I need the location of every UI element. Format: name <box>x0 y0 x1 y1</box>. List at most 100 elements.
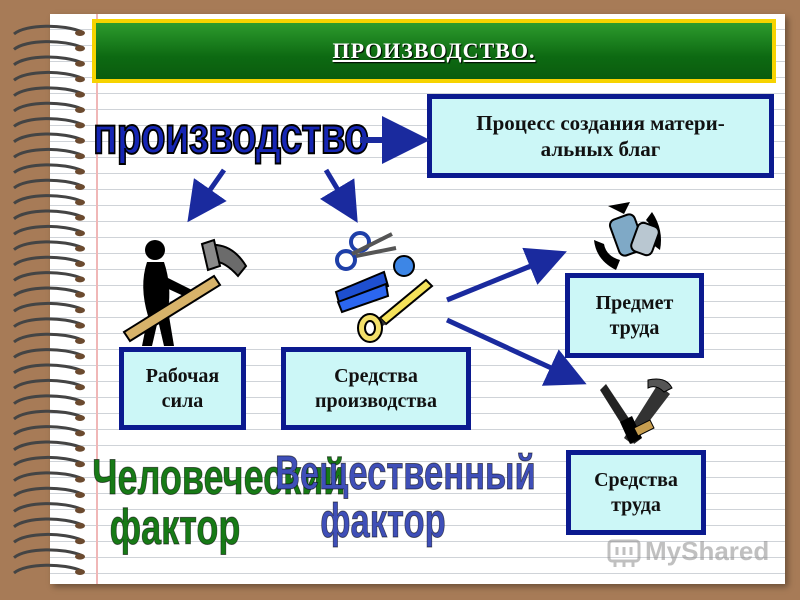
spiral-ring <box>13 40 83 51</box>
spiral-hole <box>75 307 85 314</box>
arrow-to-tools <box>445 317 587 386</box>
object-of-labour-box: Предмет труда <box>565 273 704 358</box>
spiral-ring <box>13 163 83 174</box>
spiral-ring <box>13 178 83 190</box>
spiral-ring <box>13 548 83 559</box>
spiral-hole <box>75 261 85 267</box>
watermark-text: MyShared <box>645 536 770 566</box>
spiral-ring <box>13 147 83 159</box>
spiral-ring <box>13 101 83 113</box>
office-supplies-icon <box>334 231 434 343</box>
arrow-to-means <box>319 168 358 223</box>
spiral-ring <box>13 224 83 236</box>
spiral-ring <box>13 70 83 82</box>
spiral-ring <box>13 394 83 405</box>
spiral-ring <box>13 486 83 498</box>
spiral-hole <box>75 430 85 437</box>
spiral-ring <box>13 409 83 421</box>
spiral-ring <box>13 563 83 575</box>
spiral-ring <box>13 440 83 452</box>
spiral-hole <box>75 168 85 175</box>
spiral-ring <box>13 455 83 467</box>
spiral-hole <box>75 276 85 283</box>
spiral-hole <box>75 461 85 468</box>
spiral-ring <box>13 425 83 436</box>
spiral-hole <box>75 184 85 190</box>
spiral-ring <box>13 471 83 482</box>
spiral-ring <box>13 332 83 344</box>
means-of-labour-box: Средства труда <box>566 450 706 535</box>
spiral-hole <box>75 45 85 52</box>
spiral-hole <box>75 553 85 560</box>
myshared-logo-icon <box>607 539 641 567</box>
spiral-hole <box>75 569 85 575</box>
spiral-hole <box>75 522 85 529</box>
slide-title: ПРОИЗВОДСТВО. <box>332 38 536 63</box>
spiral-ring <box>13 24 83 36</box>
spiral-hole <box>75 384 85 391</box>
spiral-ring <box>13 517 83 529</box>
spiral-ring <box>13 209 83 221</box>
spiral-hole <box>75 76 85 83</box>
spiral-ring <box>13 271 83 282</box>
spiral-ring <box>13 117 83 128</box>
recycling-cans-icon <box>594 202 661 270</box>
spiral-hole <box>75 199 85 206</box>
spiral-hole <box>75 30 85 36</box>
spiral-hole <box>75 338 85 344</box>
arrow-to-object <box>446 247 567 303</box>
spiral-ring <box>13 86 83 97</box>
production-word: производство <box>92 107 370 165</box>
margin-line <box>96 14 98 584</box>
object-of-labour-text: Предмет труда <box>595 291 674 339</box>
spiral-ring <box>13 532 83 544</box>
spiral-hole <box>75 245 85 252</box>
spiral-ring <box>13 502 83 513</box>
means-of-production-text: Средства производства <box>315 364 437 412</box>
spiral-hole <box>75 122 85 129</box>
spiral-ring <box>13 286 83 298</box>
spiral-binding <box>13 24 85 575</box>
spiral-ring <box>13 363 83 375</box>
spiral-ring <box>13 132 83 144</box>
spiral-hole <box>75 91 85 98</box>
spiral-hole <box>75 230 85 237</box>
labour-force-box: Рабочая сила <box>119 347 246 430</box>
spiral-hole <box>75 137 85 144</box>
human-factor-label: Человеческий фактор <box>92 449 346 555</box>
material-factor-label: Вещественный фактор <box>275 447 536 548</box>
spiral-ring <box>13 255 83 267</box>
spiral-hole <box>75 60 85 67</box>
arrow-to-labour <box>187 168 227 223</box>
means-of-labour-text: Средства труда <box>594 468 678 516</box>
spiral-hole <box>75 107 85 113</box>
spiral-hole <box>75 445 85 452</box>
spiral-ring <box>13 240 83 251</box>
spiral-hole <box>75 153 85 160</box>
spiral-hole <box>75 214 85 221</box>
spiral-ring <box>13 317 83 328</box>
labour-force-text: Рабочая сила <box>145 364 220 412</box>
spiral-ring <box>13 55 83 67</box>
spiral-ring <box>13 348 83 359</box>
process-definition-text: Процесс создания матери- альных благ <box>476 110 725 161</box>
watermark: MyShared <box>607 536 769 567</box>
spiral-hole <box>75 507 85 514</box>
means-of-production-box: Средства производства <box>281 347 471 430</box>
process-definition-box: Процесс создания матери- альных благ <box>427 94 774 178</box>
spiral-ring <box>13 194 83 205</box>
spiral-hole <box>75 399 85 406</box>
spiral-hole <box>75 368 85 375</box>
spiral-ring <box>13 301 83 313</box>
spiral-ring <box>13 378 83 390</box>
worker-with-hammer-icon <box>122 238 248 346</box>
spiral-hole <box>75 353 85 360</box>
title-banner: ПРОИЗВОДСТВО. <box>92 19 776 83</box>
spiral-hole <box>75 291 85 298</box>
spiral-hole <box>75 322 85 329</box>
spiral-hole <box>75 538 85 545</box>
tools-icon <box>600 378 673 444</box>
spiral-hole <box>75 476 85 483</box>
spiral-hole <box>75 492 85 498</box>
